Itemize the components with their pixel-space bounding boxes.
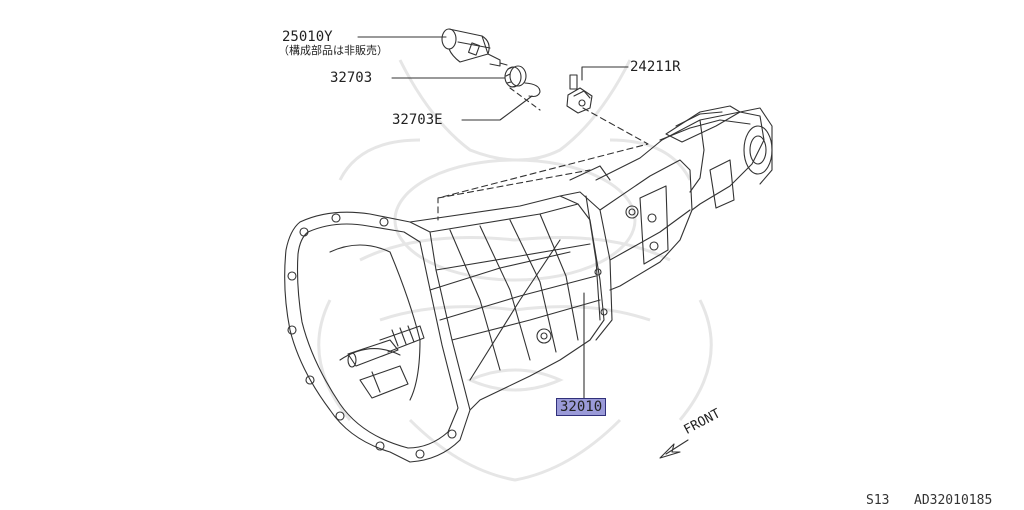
front-arrow-icon [659, 439, 689, 459]
part-note-not-sold: （構成部品は非販売） [278, 44, 388, 57]
part-label-32010[interactable]: 32010 [556, 398, 607, 416]
back-up-switch-drawing [566, 74, 593, 114]
part-label-25010y[interactable]: 25010Y [282, 29, 333, 45]
pinion-gear-drawing [504, 65, 527, 88]
part-label-32703[interactable]: 32703 [330, 70, 373, 86]
part-label-32703e[interactable]: 32703E [392, 112, 443, 128]
clip-drawing [524, 82, 541, 98]
diagram-code: AD32010185 [914, 493, 993, 508]
assembly-guide [437, 107, 649, 221]
model-code: S13 [866, 493, 890, 508]
part-label-24211r[interactable]: 24211R [630, 59, 681, 75]
leader-lines [357, 36, 629, 401]
speedometer-pinion-drawing [441, 28, 508, 67]
watermark-emblem [317, 59, 713, 482]
transmission-body [284, 105, 773, 463]
